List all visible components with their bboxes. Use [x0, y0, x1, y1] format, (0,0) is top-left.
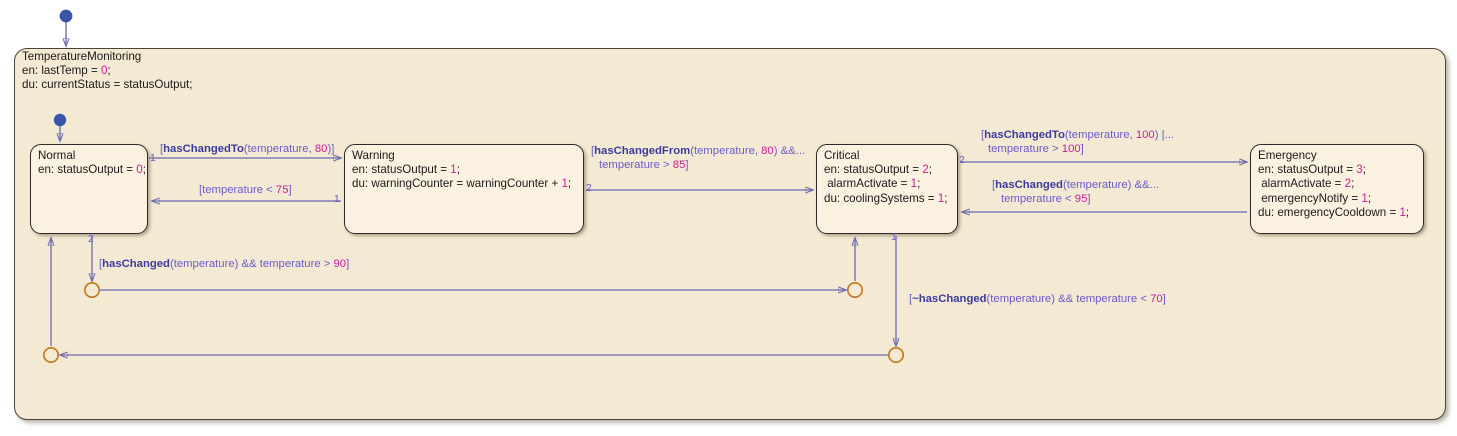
state-critical-action-0: en: statusOutput = 2; — [824, 163, 932, 177]
label-critical-to-normal-junction[interactable]: [~hasChanged(temperature) && temperature… — [909, 293, 1166, 305]
label-warning-to-critical-line2[interactable]: temperature > 85] — [599, 159, 689, 171]
order-normal-to-warning: 1 — [150, 153, 156, 164]
order-critical-to-emergency: 2 — [959, 155, 965, 166]
chart-during-action: du: currentStatus = statusOutput; — [22, 78, 193, 91]
state-critical[interactable]: Critical en: statusOutput = 2; alarmActi… — [816, 144, 958, 234]
chart-entry-action: en: lastTemp = 0; — [22, 64, 111, 77]
state-emergency[interactable]: Emergency en: statusOutput = 3; alarmAct… — [1250, 144, 1424, 234]
state-emergency-action-0: en: statusOutput = 3; — [1258, 163, 1366, 177]
label-emergency-to-critical-line1[interactable]: [hasChanged(temperature) &&... — [992, 179, 1159, 191]
state-warning-action-0: en: statusOutput = 1; — [352, 163, 460, 177]
state-emergency-action-1: alarmActivate = 2; — [1258, 177, 1355, 191]
state-warning[interactable]: Warning en: statusOutput = 1; du: warnin… — [344, 144, 584, 234]
default-transition-chart-node[interactable] — [59, 9, 73, 23]
state-critical-action-1: alarmActivate = 1; — [824, 177, 921, 191]
state-critical-action-2: du: coolingSystems = 1; — [824, 191, 948, 205]
state-normal[interactable]: Normal en: statusOutput = 0; — [30, 144, 148, 234]
label-normal-to-critical-junction[interactable]: [hasChanged(temperature) && temperature … — [99, 258, 350, 270]
chart-container-TemperatureMonitoring[interactable] — [14, 48, 1446, 420]
state-warning-action-1: du: warningCounter = warningCounter + 1; — [352, 177, 572, 191]
state-normal-title: Normal — [38, 149, 76, 162]
label-warning-to-critical-line1[interactable]: [hasChangedFrom(temperature, 80) &&... — [591, 145, 806, 157]
junction-bot-right[interactable] — [887, 346, 904, 363]
state-emergency-title: Emergency — [1258, 149, 1317, 162]
label-warning-to-normal[interactable]: [temperature < 75] — [199, 184, 292, 196]
default-transition-normal-node[interactable] — [53, 113, 67, 127]
label-emergency-to-critical-line2[interactable]: temperature < 95] — [1001, 193, 1091, 205]
junction-bot-left[interactable] — [42, 346, 59, 363]
junction-mid-left[interactable] — [84, 281, 101, 298]
order-normal-to-critical-junction: 2 — [88, 234, 94, 245]
junction-mid-right[interactable] — [846, 281, 863, 298]
order-warning-to-critical: 2 — [586, 183, 592, 194]
order-critical-to-normal-junction: 1 — [891, 232, 897, 243]
order-warning-to-normal: 1 — [334, 194, 340, 205]
state-warning-title: Warning — [352, 149, 395, 162]
state-emergency-action-3: du: emergencyCooldown = 1; — [1258, 205, 1410, 219]
state-normal-action-0: en: statusOutput = 0; — [38, 163, 146, 177]
label-critical-to-emergency-line1[interactable]: [hasChangedTo(temperature, 100) |... — [981, 129, 1174, 141]
state-critical-title: Critical — [824, 149, 860, 162]
chart-title: TemperatureMonitoring — [22, 50, 142, 63]
label-critical-to-emergency-line2[interactable]: temperature > 100] — [988, 143, 1084, 155]
label-normal-to-warning[interactable]: [hasChangedTo(temperature, 80)] — [160, 143, 335, 155]
state-emergency-action-2: emergencyNotify = 1; — [1258, 191, 1372, 205]
